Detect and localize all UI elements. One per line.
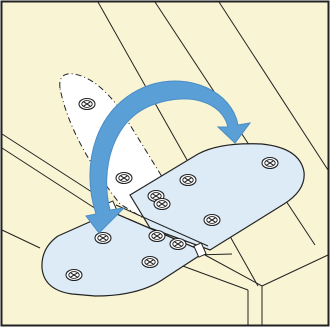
lower-screw-1 bbox=[95, 233, 111, 244]
upper-screw-3 bbox=[180, 175, 196, 186]
lower-screw-2 bbox=[149, 231, 165, 242]
upper-screw-1 bbox=[262, 158, 278, 169]
upper-screw-2 bbox=[204, 215, 220, 226]
ghost-screw-1 bbox=[79, 99, 95, 110]
lower-screw-4 bbox=[142, 257, 158, 268]
ghost-screw-4 bbox=[154, 199, 170, 210]
lower-screw-5 bbox=[170, 239, 186, 250]
ghost-screw-2 bbox=[116, 173, 132, 184]
lower-screw-3 bbox=[66, 270, 82, 281]
